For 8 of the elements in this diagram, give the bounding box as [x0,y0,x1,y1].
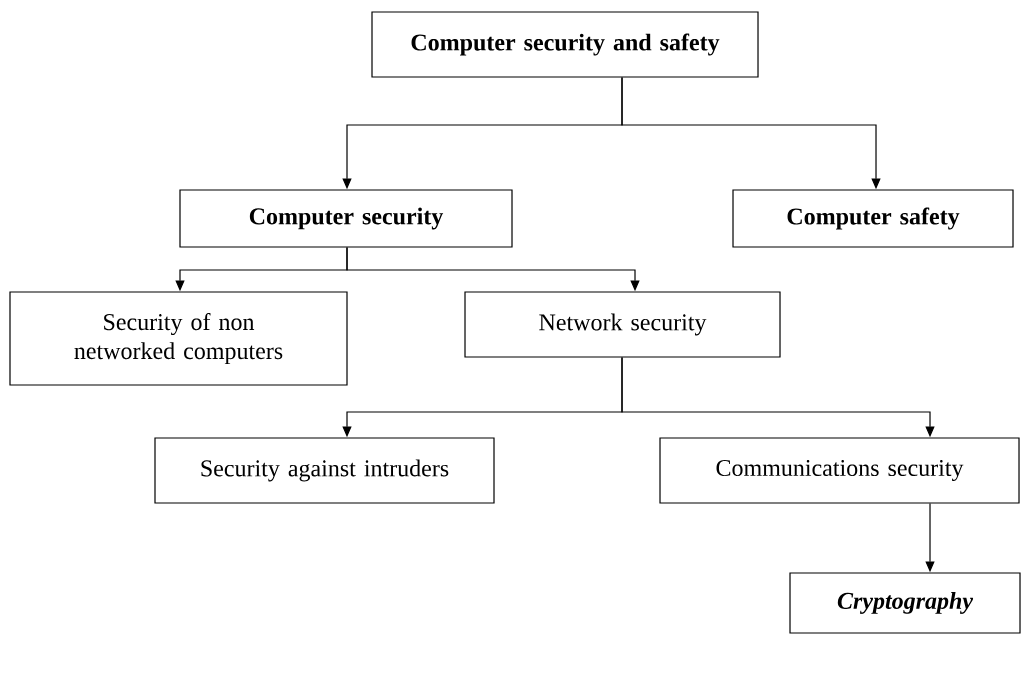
box: Communications security [659,437,1020,504]
box: Network security [464,291,781,358]
box: Computer security and safety [371,11,759,78]
box: Computer safety [732,189,1014,248]
box: Cryptography [789,572,1021,634]
box: Security against intruders [154,437,495,504]
box: Security of non networked computers [9,291,348,386]
box: Computer security [179,189,513,248]
